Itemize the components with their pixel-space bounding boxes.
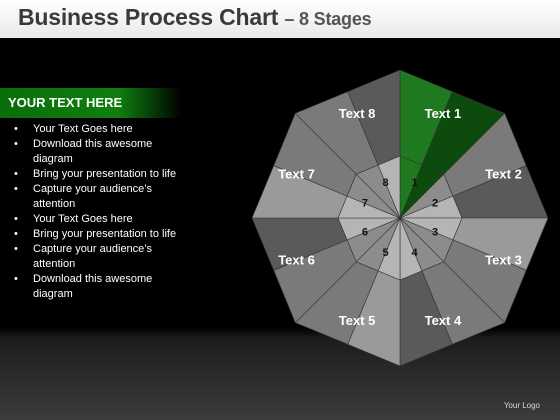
bullet-text: Your Text Goes here (33, 123, 133, 135)
stage-7-number: 7 (362, 197, 368, 209)
stage-6-label: Text 6 (278, 252, 315, 267)
title-main: Business Process Chart (18, 4, 279, 30)
title-bar: Business Process Chart – 8 Stages (0, 0, 560, 38)
sidebar-bullet-item: • Download this awesome diagram (0, 272, 178, 302)
bullet-dot-icon: • (14, 168, 18, 180)
bullet-text: Bring your presentation to life (33, 168, 177, 180)
bullet-text: Capture your audience’s attention (33, 183, 153, 210)
stage-5-number: 5 (382, 247, 388, 259)
stage-4-label: Text 4 (425, 313, 462, 328)
bullet-dot-icon: • (14, 228, 18, 240)
stage-3-number: 3 (432, 226, 438, 238)
sidebar-bullet-item: • Bring your presentation to life (0, 167, 178, 182)
stage-5-label: Text 5 (339, 313, 376, 328)
bullet-dot-icon: • (14, 243, 18, 255)
bullet-text: Download this awesome diagram (33, 273, 153, 300)
bullet-dot-icon: • (14, 138, 18, 150)
bullet-dot-icon: • (14, 213, 18, 225)
bullet-text: Capture your audience’s attention (33, 243, 153, 270)
stage-6-number: 6 (362, 226, 368, 238)
stage-4-number: 4 (411, 247, 418, 259)
logo-placeholder: Your Logo (503, 401, 540, 410)
sidebar-bullet-item: • Your Text Goes here (0, 212, 178, 227)
stage-3-label: Text 3 (485, 252, 522, 267)
page-title: Business Process Chart – 8 Stages (18, 4, 372, 31)
bullet-text: Bring your presentation to life (33, 228, 177, 240)
sidebar-bullet-item: • Download this awesome diagram (0, 137, 178, 167)
bullet-dot-icon: • (14, 123, 18, 135)
bullet-dot-icon: • (14, 183, 18, 195)
stage-1-number: 1 (411, 177, 417, 189)
title-subtitle: – 8 Stages (284, 9, 372, 29)
sidebar-bullet-item: • Bring your presentation to life (0, 227, 178, 242)
stage-8-inner-b (377, 155, 401, 219)
sidebar-bullet-item: • Capture your audience’s attention (0, 242, 178, 272)
bullet-dot-icon: • (14, 273, 18, 285)
sidebar-bullet-list: • Your Text Goes here • Download this aweso… (0, 122, 178, 302)
bullet-text: Download this awesome diagram (33, 138, 153, 165)
stage-2-number: 2 (432, 197, 438, 209)
stage-7-label: Text 7 (278, 167, 315, 182)
sidebar-bullet-item: • Capture your audience’s attention (0, 182, 178, 212)
bullet-text: Your Text Goes here (33, 213, 133, 225)
stage-2-label: Text 2 (485, 167, 522, 182)
stage-8-label: Text 8 (339, 106, 376, 121)
stage-1-label: Text 1 (425, 106, 462, 121)
stage-8-number: 8 (382, 177, 388, 189)
sidebar-heading-banner: YOUR TEXT HERE (0, 88, 182, 118)
sidebar-bullet-item: • Your Text Goes here (0, 122, 178, 137)
sidebar-heading: YOUR TEXT HERE (8, 95, 123, 110)
